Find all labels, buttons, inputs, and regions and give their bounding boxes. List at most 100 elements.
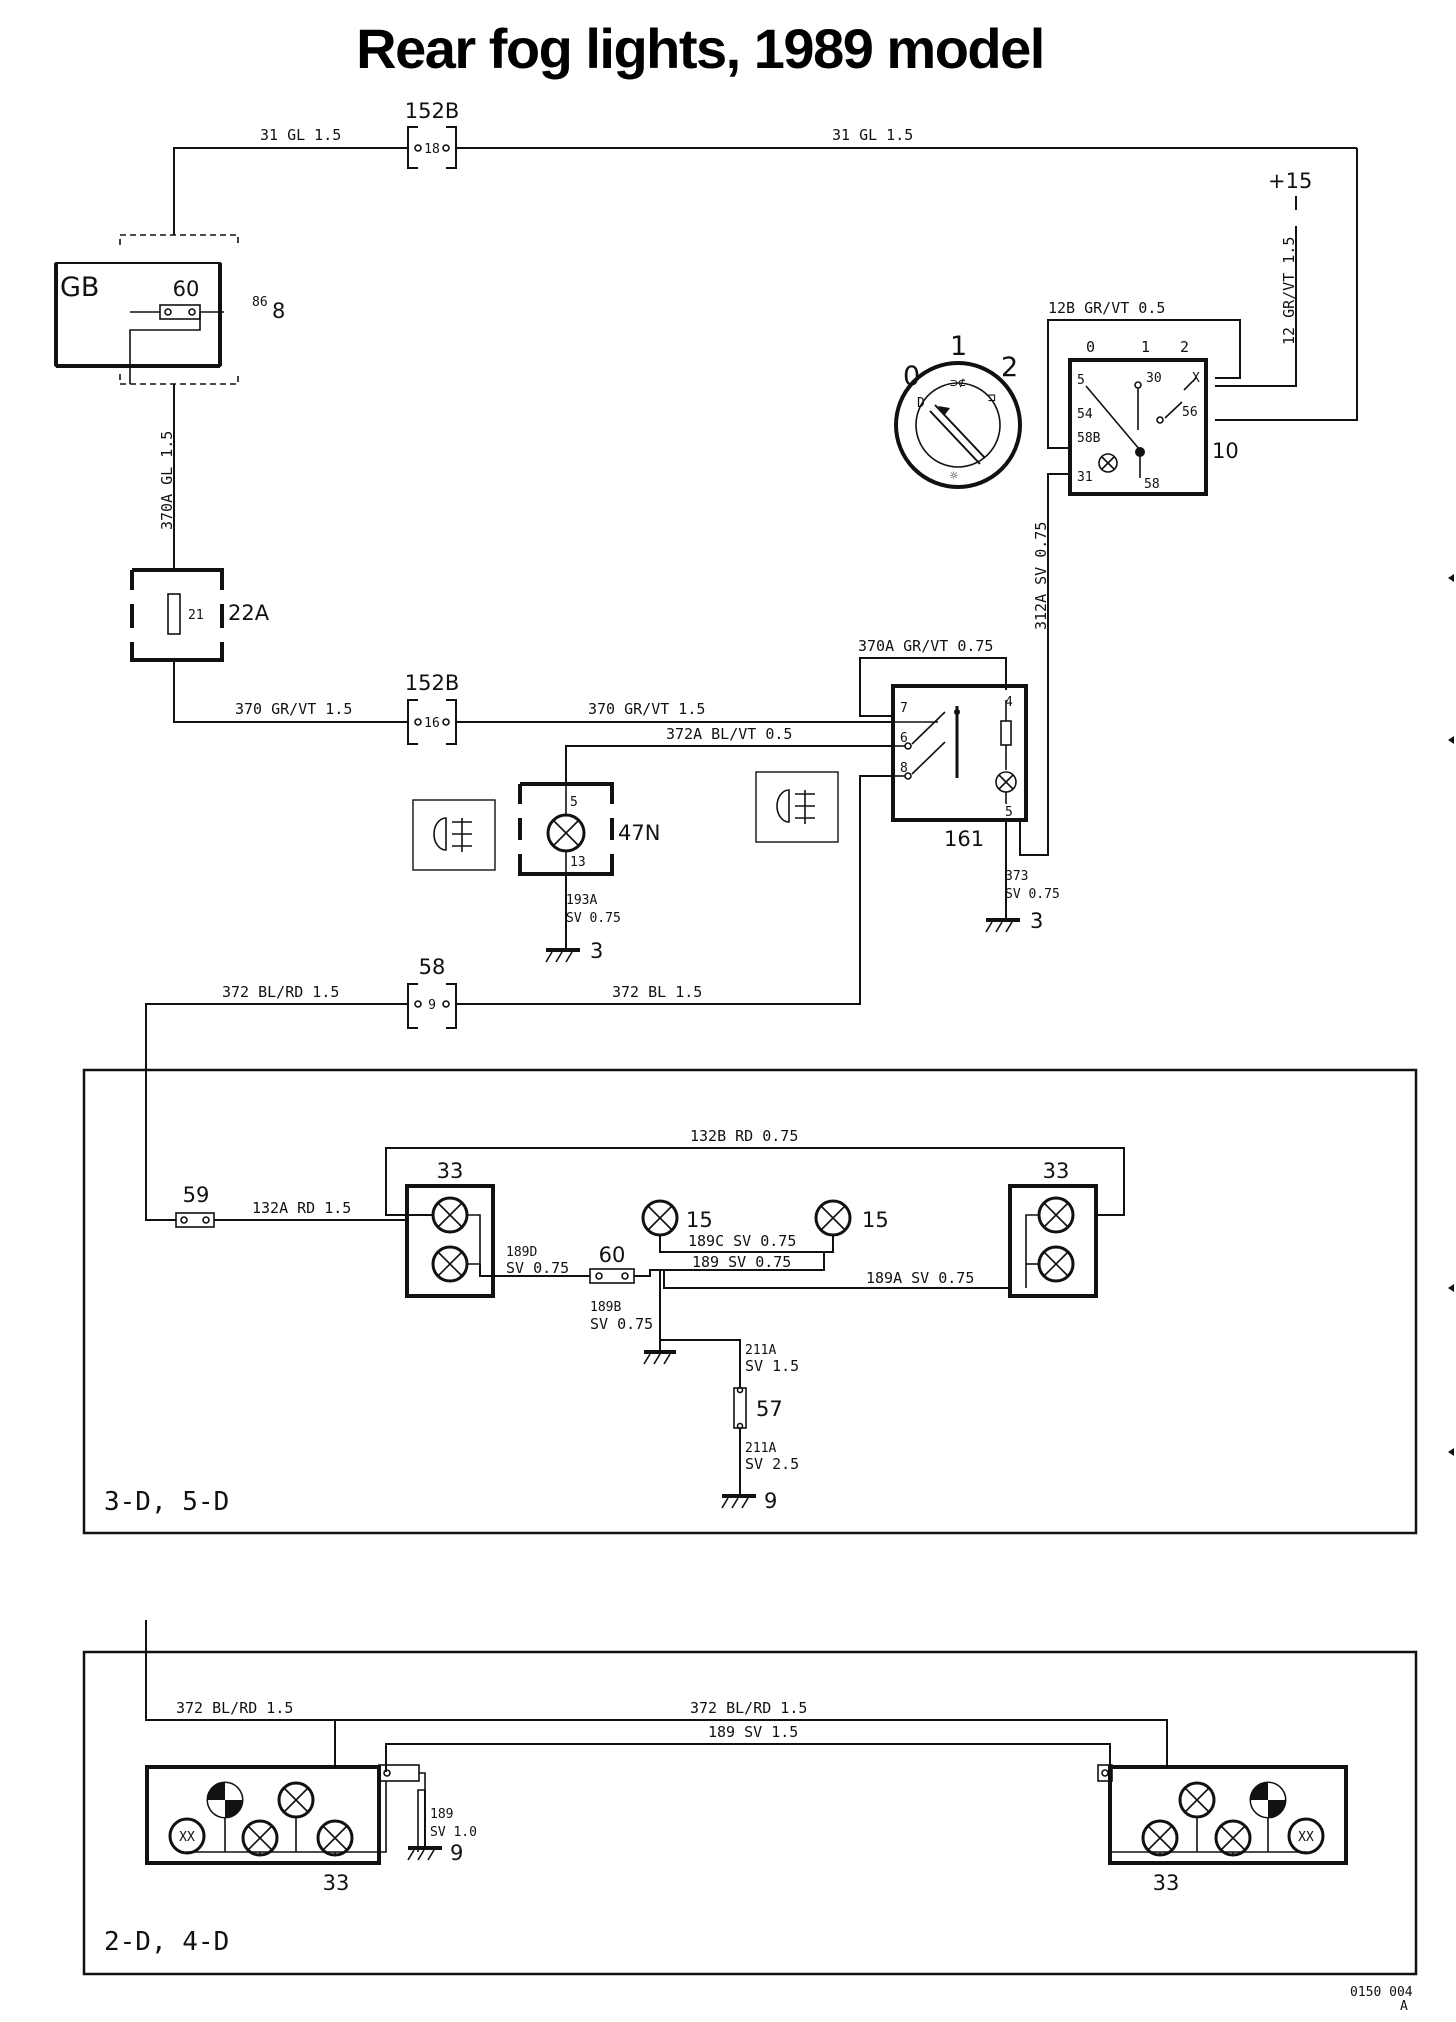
component-number: 8 [272,299,285,323]
wire-label: 370 GR/VT 1.5 [235,700,352,718]
wire-label: 189 SV 1.5 [708,1723,798,1741]
wire-spec: SV 0.75 [566,911,621,926]
lamp-pin: 5 [570,795,578,810]
switch-position: 1 [1141,338,1150,356]
wire-label: 312A SV 0.75 [1032,522,1050,630]
wire-189-sv-15: 189 SV 1.5 [385,1723,1111,1772]
drawing-code: 0150 004 [1350,1985,1413,2000]
dial-position: 2 [1001,352,1018,383]
wire-label: 31 GL 1.5 [260,126,341,144]
wire-id: 211A [745,1343,776,1358]
ground-junction [643,1335,676,1365]
ground-3-left: 3 [545,939,603,963]
lamp-pin: 13 [570,855,586,870]
ground-number: 9 [764,1489,777,1513]
switch-position: 0 [1086,338,1095,356]
wire-label: 31 GL 1.5 [832,126,913,144]
ground-3-right: 3 [985,909,1043,933]
component-number: 47N [618,821,660,845]
fuse-pin: 21 [188,608,204,623]
switch-pin: 58B [1077,431,1101,446]
connector-name: 152B [405,671,460,695]
fog-light-symbol-left [412,799,496,871]
relay-pin: 86 [252,295,268,310]
section-label: 3-D, 5-D [104,1487,229,1517]
supply-plus15: +15 12 GR/VT 1.5 [1215,169,1312,387]
relay-pin: 60 [173,277,200,301]
ground-9-upper: 9 [721,1489,777,1513]
ground-number: 3 [590,939,603,963]
dial-symbol: D [917,396,925,411]
ground-number: 3 [1030,909,1043,933]
relay-gb: GB 60 86 8 [54,234,285,385]
wire-31-gl: 31 GL 1.5 31 GL 1.5 [173,126,1358,421]
wire-label: 370A GL 1.5 [158,431,176,530]
page-title: Rear fog lights, 1989 model [356,17,1044,80]
connector-pin: 16 [424,716,440,731]
wire-372-blrd-lower: 372 BL/RD 1.5 372 BL/RD 1.5 [145,1620,1168,1807]
wire-spec: SV 1.0 [430,1825,477,1840]
component-number: 33 [437,1159,464,1183]
wire-label: 372 BL/RD 1.5 [222,983,339,1001]
relay-pin: 5 [1005,805,1013,820]
lamp-marker: XX [179,1830,195,1845]
wire-spec: SV 2.5 [745,1455,799,1473]
ground-number: 9 [450,1841,463,1865]
connector-pin: 9 [428,998,436,1013]
dial-symbol: ⊃⊄ [950,376,966,391]
dial-symbol: ☼ [950,469,958,484]
dial-symbol: ⊐ [988,391,996,406]
wire-spec: SV 0.75 [1005,887,1060,902]
wire-label: 372 BL 1.5 [612,983,702,1001]
light-switch-10: 0 1 2 5 30 X 54 56 58B 31 58 10 [1068,338,1239,496]
wire-132b-rd: 132B RD 0.75 [385,1127,1125,1216]
component-number: 33 [1043,1159,1070,1183]
wire-spec: SV 1.5 [745,1357,799,1375]
wire-label: 370 GR/VT 1.5 [588,700,705,718]
wire-370a-grvt: 370A GR/VT 0.75 [858,637,1007,717]
connector-152b-top: 152B 18 [405,99,460,169]
relay-pin: 8 [900,761,908,776]
connector-name: 60 [599,1243,626,1267]
wire-id: 189 [430,1807,453,1822]
wire-label: 132A RD 1.5 [252,1199,351,1217]
wire-label: 132B RD 0.75 [690,1127,798,1145]
switch-position: 2 [1180,338,1189,356]
wire-id: 189D [506,1245,537,1260]
relay-pin: 6 [900,731,908,746]
wire-label: 12B GR/VT 0.5 [1048,299,1165,317]
wire-label: 12 GR/VT 1.5 [1280,237,1298,345]
lamp-15-left: 15 [641,1199,713,1237]
wire-label: 372 BL/RD 1.5 [176,1699,293,1717]
wire-label: 189 SV 0.75 [692,1253,791,1271]
wire-211a-lower: 211A SV 2.5 [739,1428,799,1496]
component-number: 15 [686,1208,713,1232]
wire-193a-sv: 193A SV 0.75 [565,874,621,950]
wire-label: 372A BL/VT 0.5 [666,725,792,743]
wire-373-sv: 373 SV 0.75 [1005,820,1060,920]
connector-152b-mid: 152B 16 [405,671,460,745]
wire-189-sv: 189 SV 0.75 [634,1252,825,1277]
rear-light-33-bottom-left: XX 33 [145,1764,426,1895]
rear-light-33-left: 33 [405,1159,495,1298]
wire-132a-rd: 132A RD 1.5 [214,1199,410,1221]
connector-pin: 18 [424,142,440,157]
dial-position: 1 [950,331,967,362]
wire-370a-gl: 370A GL 1.5 [158,384,176,570]
dial-position: 0 [903,361,920,392]
drawing-revision: A [1400,1999,1408,2014]
rear-light-33-bottom-right: XX 33 [1097,1764,1348,1895]
wire-189a-sv: 189A SV 0.75 [663,1269,1010,1289]
connector-60: 60 [589,1243,635,1284]
switch-pin: 56 [1182,405,1198,420]
wire-189d-sv: 189D SV 0.75 [479,1245,590,1277]
connector-name: 152B [405,99,460,123]
wire-id: 373 [1005,869,1028,884]
connector-name: 58 [419,955,446,979]
switch-pin: 58 [1144,477,1160,492]
component-number: 33 [1153,1871,1180,1895]
switch-pin: 30 [1146,371,1162,386]
lamp-15-right: 15 [814,1199,889,1237]
wire-id: 189B [590,1300,621,1315]
section-2d-4d: 2-D, 4-D [82,1650,1418,1976]
